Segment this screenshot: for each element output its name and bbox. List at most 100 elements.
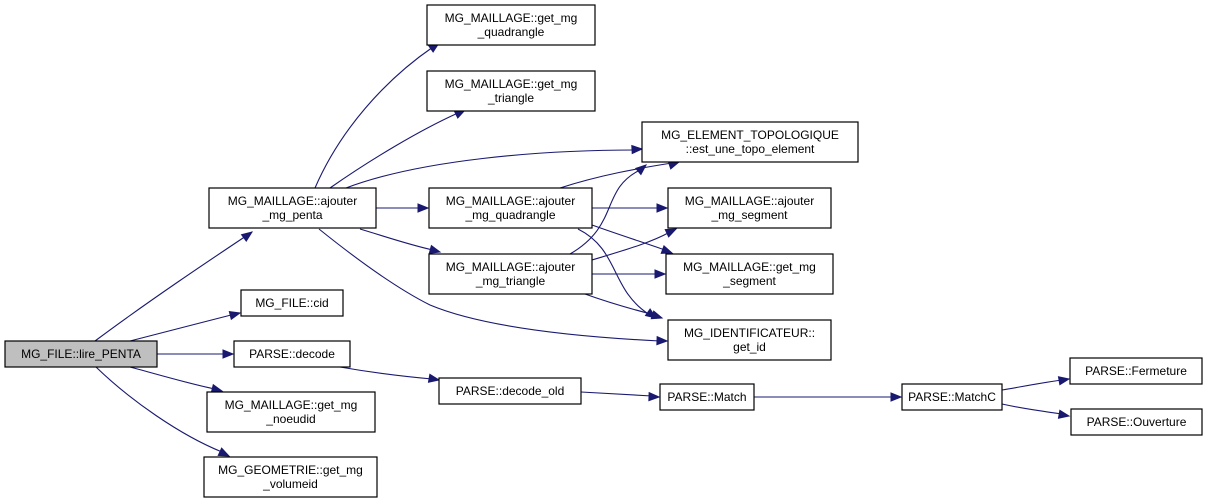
arrowhead-icon [240, 231, 254, 243]
node-label: MG_MAILLAGE::ajouter [685, 194, 814, 208]
node-label: PARSE::decode_old [456, 384, 565, 398]
edge-line [580, 391, 653, 397]
node-label: MG_GEOMETRIE::get_mg [218, 463, 363, 477]
node-label: MG_FILE::cid [255, 296, 328, 310]
node-get-mg-triangle[interactable]: MG_MAILLAGE::get_mg_triangle [426, 70, 596, 112]
node-label: MG_IDENTIFICATEUR:: [684, 326, 815, 340]
edge-ajouter_mg_triangle-to-est_une_topo_element [569, 164, 648, 255]
edge-ajouter_mg_triangle-to-get_mg_segment [592, 269, 667, 279]
node-label: MG_ELEMENT_TOPOLOGIQUE [661, 128, 839, 142]
node-label: MG_MAILLAGE::ajouter [446, 260, 575, 274]
edge-line [569, 169, 641, 255]
node-box[interactable] [438, 377, 582, 405]
node-est-une-topo-element[interactable]: MG_ELEMENT_TOPOLOGIQUE::est_une_topo_ele… [641, 121, 859, 163]
edge-matchc-to-fermeture [1001, 376, 1071, 391]
node-match[interactable]: PARSE::Match [659, 383, 755, 411]
edge-ajouter_mg_penta-to-get_mg_triangle [329, 109, 467, 189]
edge-lire_penta-to-get_mg_volumeid [95, 366, 231, 457]
node-lire-penta[interactable]: MG_FILE::lire_PENTA [4, 340, 158, 368]
node-label: PARSE::Fermeture [1085, 364, 1187, 378]
node-label: PARSE::MatchC [908, 390, 996, 404]
edge-line [584, 293, 656, 316]
node-box[interactable] [641, 121, 859, 163]
edge-line [359, 228, 434, 251]
arrowhead-icon [664, 228, 678, 238]
node-ajouter-mg-penta[interactable]: MG_MAILLAGE::ajouter_mg_penta [208, 187, 377, 229]
arrowhead-icon [654, 269, 667, 279]
edge-decode-to-decode_old [339, 366, 441, 383]
node-label: _mg_quadrangle [464, 208, 555, 222]
edge-line [1001, 379, 1063, 391]
arrowhead-icon [427, 373, 441, 383]
node-get-mg-noeudid[interactable]: MG_MAILLAGE::get_mg_noeudid [206, 391, 376, 433]
edge-line [329, 112, 459, 189]
node-ajouter-mg-segment[interactable]: MG_MAILLAGE::ajouter_mg_segment [667, 187, 832, 229]
arrowhead-icon [656, 335, 669, 346]
node-label: _mg_triangle [475, 274, 546, 288]
node-label: _segment [722, 274, 776, 288]
node-ouverture[interactable]: PARSE::Ouverture [1070, 408, 1203, 436]
node-cid[interactable]: MG_FILE::cid [240, 289, 344, 317]
arrowhead-icon [656, 203, 669, 213]
node-label: MG_MAILLAGE::ajouter [228, 194, 357, 208]
edge-lire_penta-to-decode [157, 349, 235, 359]
node-box[interactable] [233, 340, 351, 368]
node-box[interactable] [659, 383, 755, 411]
edge-line [345, 149, 636, 189]
edge-line [94, 231, 253, 342]
node-box[interactable] [203, 456, 378, 498]
node-get-mg-quadrangle[interactable]: MG_MAILLAGE::get_mg_quadrangle [426, 4, 596, 46]
node-label: MG_MAILLAGE::ajouter [446, 194, 575, 208]
node-decode[interactable]: PARSE::decode [233, 340, 351, 368]
node-matchc[interactable]: PARSE::MatchC [901, 383, 1003, 411]
edge-ajouter_mg_triangle-to-ajouter_mg_segment [591, 228, 678, 261]
node-label: PARSE::Ouverture [1087, 415, 1187, 429]
edge-decode_old-to-match [580, 391, 661, 402]
edge-line [95, 366, 223, 453]
edge-ajouter_mg_penta-to-get_mg_quadrangle [314, 42, 441, 189]
arrowhead-icon [417, 203, 430, 213]
node-get-id[interactable]: MG_IDENTIFICATEUR::get_id [667, 319, 832, 361]
edge-matchc-to-ouverture [1001, 403, 1071, 419]
node-ajouter-mg-triangle[interactable]: MG_MAILLAGE::ajouter_mg_triangle [428, 253, 593, 295]
node-decode-old[interactable]: PARSE::decode_old [438, 377, 582, 405]
node-box[interactable] [665, 253, 834, 295]
node-box[interactable] [240, 289, 344, 317]
node-box[interactable] [4, 340, 158, 368]
node-box[interactable] [901, 383, 1003, 411]
edge-line [591, 224, 666, 251]
node-get-mg-volumeid[interactable]: MG_GEOMETRIE::get_mg_volumeid [203, 456, 378, 498]
node-box[interactable] [206, 391, 376, 433]
node-box[interactable] [426, 4, 596, 46]
node-label: _quadrangle [477, 25, 545, 39]
node-box[interactable] [426, 70, 596, 112]
node-get-mg-segment[interactable]: MG_MAILLAGE::get_mg_segment [665, 253, 834, 295]
edge-line [559, 162, 673, 189]
arrowhead-icon [634, 164, 648, 176]
edge-ajouter_mg_penta-to-ajouter_mg_quadrangle [376, 203, 430, 213]
node-fermeture[interactable]: PARSE::Fermeture [1069, 357, 1203, 385]
edge-ajouter_mg_penta-to-est_une_topo_element [345, 144, 644, 189]
arrowhead-icon [890, 392, 903, 402]
node-box[interactable] [428, 253, 593, 295]
edge-lire_penta-to-ajouter_mg_penta [94, 231, 254, 342]
arrowhead-icon [222, 349, 235, 359]
node-box[interactable] [667, 187, 832, 229]
edge-ajouter_mg_quadrangle-to-est_une_topo_element [559, 160, 681, 189]
node-box[interactable] [1069, 357, 1203, 385]
node-ajouter-mg-quadrangle[interactable]: MG_MAILLAGE::ajouter_mg_quadrangle [428, 187, 593, 229]
edge-line [314, 46, 434, 189]
node-box[interactable] [208, 187, 377, 229]
node-label: _mg_segment [710, 208, 788, 222]
node-box[interactable] [1070, 408, 1203, 436]
node-label: _triangle [487, 91, 534, 105]
node-label: MG_MAILLAGE::get_mg [683, 260, 816, 274]
node-label: PARSE::decode [249, 347, 335, 361]
node-label: _mg_penta [261, 208, 322, 222]
arrowhead-icon [631, 144, 644, 155]
arrowhead-icon [650, 310, 664, 320]
node-box[interactable] [428, 187, 593, 229]
edge-ajouter_mg_penta-to-ajouter_mg_triangle [359, 228, 442, 254]
node-box[interactable] [667, 319, 832, 361]
